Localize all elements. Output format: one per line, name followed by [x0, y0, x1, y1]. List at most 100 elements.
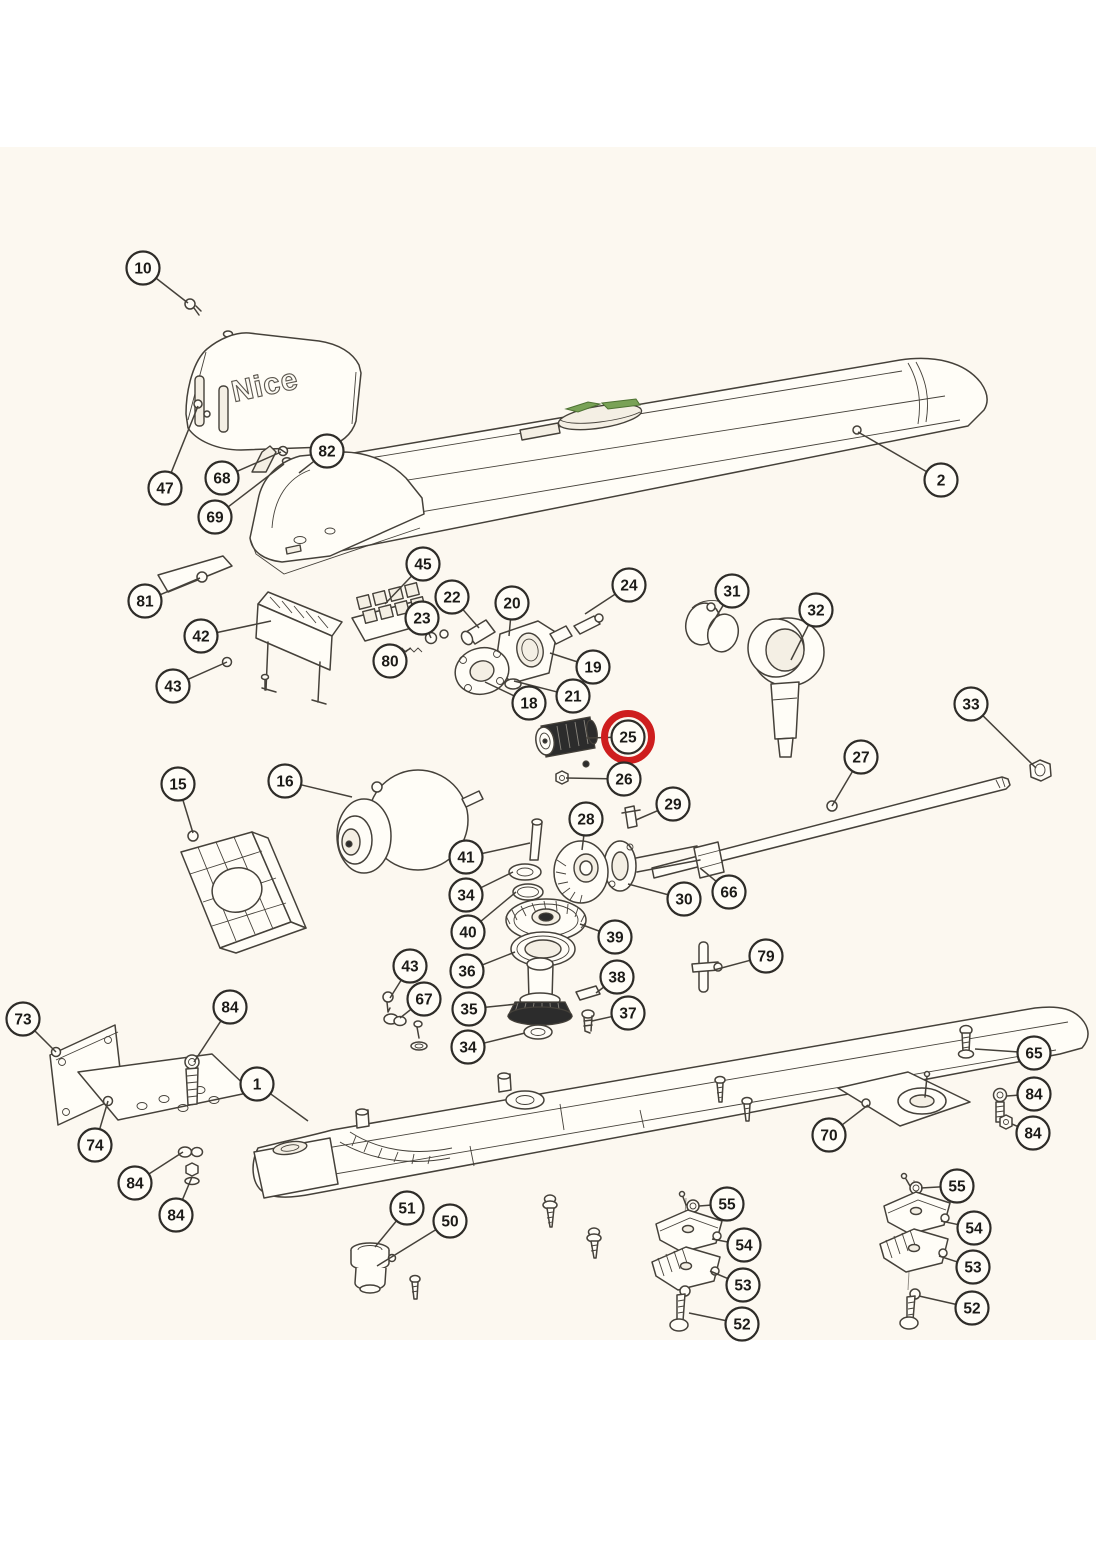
callout-number: 34	[457, 888, 475, 905]
wall-bracket-73-74	[49, 1024, 253, 1126]
callout-36[interactable]: 36	[449, 951, 516, 989]
callout-number: 40	[459, 925, 476, 942]
callout-number: 73	[14, 1012, 32, 1029]
callout-layer: 1047686982281424345222380202419211825263…	[5, 250, 1052, 1342]
washers-84b-84c	[177, 1146, 204, 1186]
callout-29[interactable]: 29	[635, 786, 691, 822]
callout-47[interactable]: 47	[147, 405, 199, 506]
callout-number: 32	[807, 603, 824, 620]
callout-number: 84	[167, 1208, 185, 1225]
callout-66[interactable]: 66	[699, 867, 747, 910]
hardware-22-23-80	[397, 619, 496, 653]
callout-number: 21	[564, 689, 582, 706]
highlight-ring	[601, 710, 655, 764]
stud-84d-84e	[992, 1087, 1013, 1130]
callout-84e[interactable]: 84	[1011, 1115, 1051, 1151]
callout-38[interactable]: 38	[595, 959, 635, 995]
callout-28[interactable]: 28	[568, 801, 604, 851]
callout-43[interactable]: 43	[155, 661, 228, 704]
callout-31[interactable]: 31	[707, 573, 750, 631]
callout-15[interactable]: 15	[160, 766, 196, 834]
callout-80[interactable]: 80	[372, 643, 412, 679]
callout-35[interactable]: 35	[451, 991, 518, 1027]
callout-16[interactable]: 16	[267, 763, 353, 799]
callout-number: 84	[1024, 1126, 1042, 1143]
callout-53b[interactable]: 53	[938, 1249, 991, 1285]
callout-number: 53	[734, 1278, 752, 1295]
callout-18[interactable]: 18	[484, 681, 547, 721]
callout-21[interactable]: 21	[513, 678, 591, 714]
callout-52a[interactable]: 52	[688, 1306, 760, 1342]
callout-82[interactable]: 82	[298, 433, 345, 474]
callout-20[interactable]: 20	[494, 585, 530, 637]
callout-69[interactable]: 69	[197, 463, 285, 535]
callout-74[interactable]: 74	[77, 1100, 113, 1163]
callout-number: 39	[606, 930, 624, 947]
callout-number: 30	[675, 892, 692, 909]
callout-number: 42	[192, 629, 209, 646]
callout-number: 15	[169, 777, 187, 794]
callout-39[interactable]: 39	[579, 919, 633, 955]
callout-50[interactable]: 50	[376, 1203, 468, 1267]
callout-number: 69	[206, 510, 224, 527]
callout-32[interactable]: 32	[790, 592, 834, 661]
callout-23[interactable]: 23	[404, 600, 440, 639]
callout-52b[interactable]: 52	[918, 1290, 990, 1326]
clamp-stack-left	[651, 1190, 723, 1332]
callout-67[interactable]: 67	[399, 981, 442, 1019]
callout-34b[interactable]: 34	[450, 1029, 526, 1065]
callout-number: 53	[964, 1260, 982, 1277]
callout-70[interactable]: 70	[811, 1104, 869, 1153]
callout-84c[interactable]: 84	[158, 1176, 194, 1233]
callout-number: 35	[460, 1002, 478, 1019]
callout-number: 51	[398, 1201, 416, 1218]
callout-79[interactable]: 79	[713, 938, 784, 974]
callout-number: 43	[401, 959, 419, 976]
callout-54b[interactable]: 54	[940, 1210, 992, 1246]
callout-number: 2	[937, 473, 946, 490]
callout-number: 36	[458, 964, 476, 981]
callout-19[interactable]: 19	[549, 649, 611, 685]
callout-84a[interactable]: 84	[193, 989, 248, 1063]
lead-screw-27-33-66	[651, 759, 1052, 879]
callout-27[interactable]: 27	[831, 739, 879, 807]
callout-45[interactable]: 45	[384, 546, 441, 605]
callout-65[interactable]: 65	[974, 1035, 1052, 1071]
callout-number: 54	[735, 1238, 753, 1255]
callout-number: 33	[962, 697, 980, 714]
callout-33[interactable]: 33	[953, 686, 1037, 769]
callout-24[interactable]: 24	[584, 567, 647, 615]
callout-number: 79	[757, 949, 775, 966]
callout-81[interactable]: 81	[127, 577, 201, 619]
callout-84b[interactable]: 84	[117, 1151, 184, 1201]
callout-42[interactable]: 42	[183, 618, 272, 654]
callout-number: 37	[619, 1006, 636, 1023]
callout-34[interactable]: 34	[448, 871, 514, 913]
callout-number: 68	[213, 471, 231, 488]
callout-25[interactable]: 25	[585, 710, 655, 764]
callout-68[interactable]: 68	[204, 451, 282, 496]
callout-53a[interactable]: 53	[709, 1267, 761, 1303]
callout-41[interactable]: 41	[448, 839, 531, 875]
callout-37[interactable]: 37	[591, 995, 646, 1031]
callout-2[interactable]: 2	[857, 431, 959, 498]
callout-73[interactable]: 73	[5, 1001, 57, 1053]
callout-54a[interactable]: 54	[711, 1227, 762, 1263]
callout-1[interactable]: 1	[239, 1066, 309, 1122]
callout-10[interactable]: 10	[125, 250, 189, 304]
callout-40[interactable]: 40	[450, 891, 517, 950]
callout-26[interactable]: 26	[565, 761, 642, 797]
callout-55b[interactable]: 55	[920, 1168, 975, 1204]
callout-30[interactable]: 30	[627, 881, 702, 917]
callout-43b[interactable]: 43	[389, 948, 428, 999]
callout-number: 54	[965, 1221, 983, 1238]
callout-55a[interactable]: 55	[698, 1186, 745, 1222]
main-cover-part	[249, 357, 988, 575]
callout-84d[interactable]: 84	[1006, 1076, 1052, 1112]
callout-51[interactable]: 51	[374, 1190, 425, 1248]
gearbox-18-19-20-21	[454, 613, 604, 696]
callout-number: 52	[733, 1317, 750, 1334]
callout-22[interactable]: 22	[434, 579, 480, 629]
callout-number: 45	[414, 557, 432, 574]
